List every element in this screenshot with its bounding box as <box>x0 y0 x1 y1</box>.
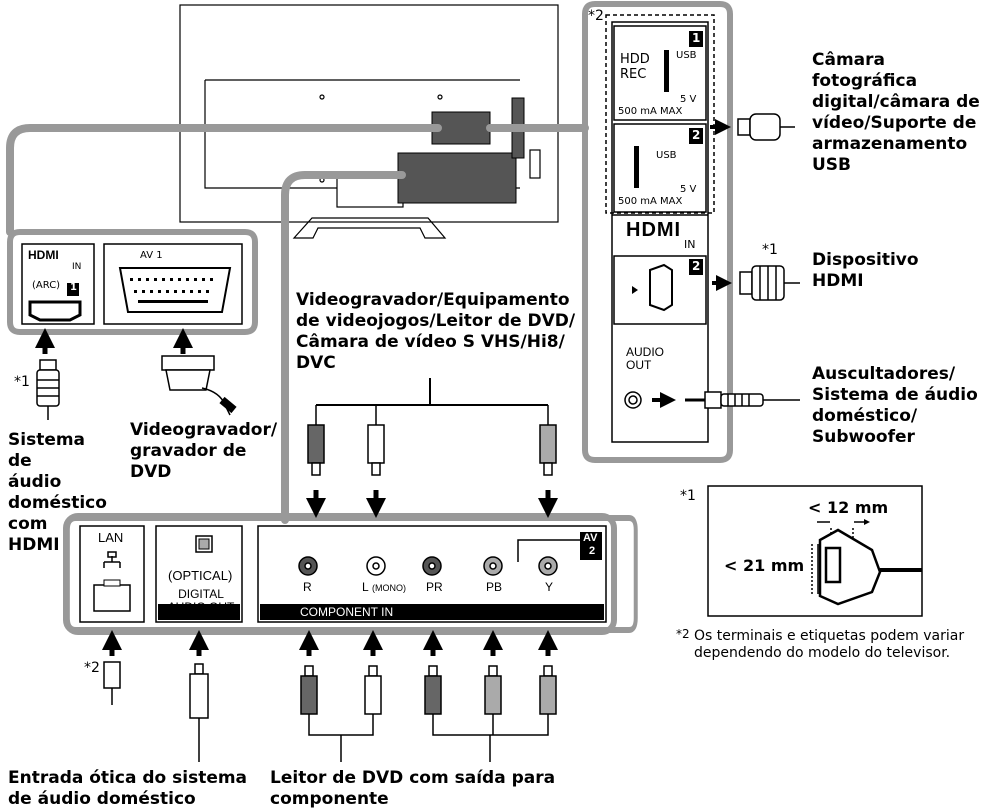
hdmi1-number: 1 <box>70 282 77 293</box>
label-vcr-dvd-recorder: Videogravador/ gravador de DVD <box>130 420 278 482</box>
jack-pr-label: PR <box>426 580 443 594</box>
left-panel <box>7 229 258 335</box>
optical-label: (OPTICAL) <box>168 568 233 583</box>
jack-pb-label: PB <box>486 580 503 594</box>
scart-cable <box>161 328 237 416</box>
label-headphones: Auscultadores/ Sistema de áudio doméstic… <box>812 364 978 447</box>
usb2-number: 2 <box>692 128 701 142</box>
usb1-number: 1 <box>692 31 701 45</box>
rca-jacks <box>298 556 558 576</box>
callout-lines <box>6 124 589 524</box>
label-home-audio-hdmi: Sistema de áudio doméstico com HDMI <box>8 430 107 555</box>
bottom-panel <box>63 513 638 635</box>
headphone-cable <box>652 391 800 409</box>
av1-label: AV 1 <box>140 250 163 261</box>
lan-label: LAN <box>98 530 124 545</box>
size-width: < 12 mm <box>808 498 889 517</box>
label-hdmi-device: Dispositivo HDMI <box>812 250 919 291</box>
star1-marker-size: *1 <box>680 488 696 504</box>
jack-l-label: L <box>362 580 369 594</box>
hdmi2-number: 2 <box>692 259 701 273</box>
hdmi-in-label-left: IN <box>72 262 82 272</box>
av2-number: 2 <box>589 545 596 557</box>
hdmi-cable-right <box>712 265 800 301</box>
star2-marker-bottom: *2 <box>84 660 100 676</box>
usb1-label: USB <box>676 50 697 61</box>
digital-audio-out-label: DIGITAL AUDIO OUT <box>167 587 235 614</box>
bottom-cables <box>102 630 558 762</box>
av2-label: AV <box>583 532 598 544</box>
star2-marker: *2 <box>588 8 604 24</box>
size-height: < 21 mm <box>724 556 805 575</box>
lan-icon <box>103 551 121 568</box>
jack-r-label: R <box>303 580 312 594</box>
usb2-label: USB <box>656 150 677 161</box>
hdmi-logo-left: HDMI <box>28 248 59 262</box>
jack-mono-label: (MONO) <box>372 583 406 593</box>
footnote-marker: *2 <box>676 627 690 641</box>
label-camera: Câmara fotográfica digital/câmara de víd… <box>812 50 980 175</box>
usb1-current: 500 mA MAX <box>618 106 683 117</box>
jack-y-label: Y <box>545 580 554 594</box>
hdmi-in-label-right: IN <box>684 238 696 251</box>
hdmi-logo-right: HDMI <box>626 219 682 241</box>
hdd-rec-label: HDD REC <box>620 52 650 82</box>
size-detail-box <box>707 485 923 617</box>
right-side-panel <box>582 1 733 463</box>
footnote-text: Os terminais e etiquetas podem variar de… <box>694 628 965 661</box>
top-rca-cables <box>306 378 558 518</box>
label-video-recorder-group: Videogravador/Equipamento de videojogos/… <box>296 290 576 373</box>
label-optical-input: Entrada ótica do sistema de áudio domést… <box>8 768 248 809</box>
usb2-current: 500 mA MAX <box>618 196 683 207</box>
audio-out-label: AUDIO OUT <box>626 345 665 372</box>
star1-marker-right: *1 <box>762 242 778 258</box>
component-in-label: COMPONENT IN <box>300 605 394 619</box>
tv-terminal-blocks <box>397 97 525 204</box>
usb2-voltage: 5 V <box>680 184 697 195</box>
label-dvd-component: Leitor de DVD com saída para componente <box>270 768 556 809</box>
star1-marker-left: *1 <box>14 374 30 390</box>
usb-cable <box>710 113 795 141</box>
hdmi-arc-label: (ARC) <box>32 280 61 291</box>
usb1-voltage: 5 V <box>680 94 697 105</box>
hdmi-cable-left <box>35 328 60 420</box>
